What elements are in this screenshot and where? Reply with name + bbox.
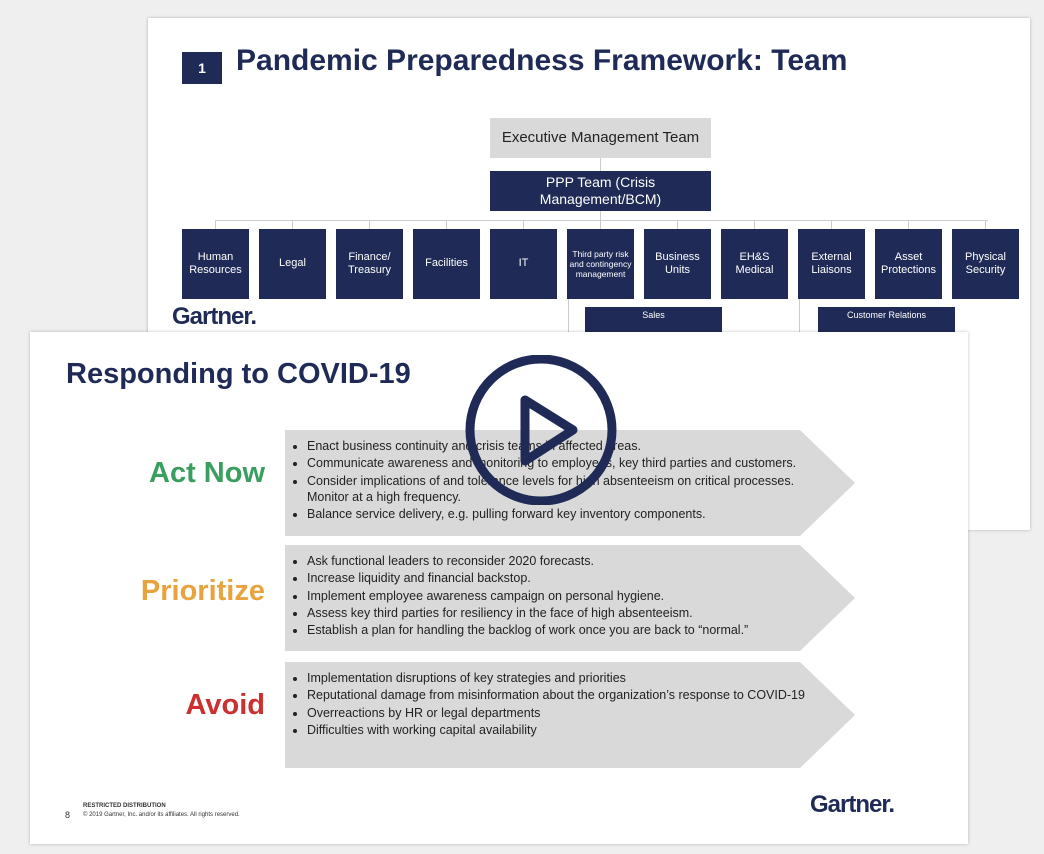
section-label: Avoid xyxy=(185,689,265,721)
org-box-team: Human Resources xyxy=(182,229,249,299)
section-arrow: Implementation disruptions of key strate… xyxy=(285,662,855,768)
org-box-team: External Liaisons xyxy=(798,229,865,299)
bullet-item: Assess key third parties for resiliency … xyxy=(307,605,827,621)
org-box-team: IT xyxy=(490,229,557,299)
executive-team-box: Executive Management Team xyxy=(490,118,711,158)
org-box-team: Legal xyxy=(259,229,326,299)
org-box-team: Finance/ Treasury xyxy=(336,229,403,299)
bullet-item: Implement employee awareness campaign on… xyxy=(307,588,827,604)
org-box-team: Third party risk and contingency managem… xyxy=(567,229,634,299)
slide-title: Responding to COVID-19 xyxy=(66,358,411,390)
org-box-team: Business Units xyxy=(644,229,711,299)
bullet-item: Establish a plan for handling the backlo… xyxy=(307,622,827,638)
org-box-team: Physical Security xyxy=(952,229,1019,299)
bullet-item: Ask functional leaders to reconsider 202… xyxy=(307,553,827,569)
footer-copyright: © 2019 Gartner, Inc. and/or its affiliat… xyxy=(83,812,240,818)
section-label: Prioritize xyxy=(140,575,265,607)
org-box-team: EH&S Medical xyxy=(721,229,788,299)
play-button[interactable] xyxy=(463,354,619,510)
bullet-item: Implementation disruptions of key strate… xyxy=(307,670,827,686)
play-icon xyxy=(465,354,617,506)
org-box-team: Asset Protections xyxy=(875,229,942,299)
front-slide-covid-response: Responding to COVID-19 Act Now Enact busi… xyxy=(30,332,968,844)
bullet-item: Reputational damage from misinformation … xyxy=(307,687,827,703)
gartner-logo: Gartner. xyxy=(172,303,257,330)
bullet-item: Increase liquidity and financial backsto… xyxy=(307,570,827,586)
gartner-logo: Gartner. xyxy=(810,791,895,818)
org-box-team: Facilities xyxy=(413,229,480,299)
slide-number: 1 xyxy=(182,52,222,84)
section-arrow: Enact business continuity and crisis tea… xyxy=(285,430,855,536)
bullet-item: Overreactions by HR or legal departments xyxy=(307,705,827,721)
bullet-item: Difficulties with working capital availa… xyxy=(307,722,827,738)
section-arrow: Ask functional leaders to reconsider 202… xyxy=(285,545,855,651)
bullet-item: Communicate awareness and monitoring to … xyxy=(307,455,827,471)
slide-title: Pandemic Preparedness Framework: Team xyxy=(236,44,848,77)
bullet-item: Consider implications of and tolerance l… xyxy=(307,473,827,506)
footer-restricted: RESTRICTED DISTRIBUTION xyxy=(83,803,166,809)
page-number: 8 xyxy=(65,810,71,820)
bullet-item: Balance service delivery, e.g. pulling f… xyxy=(307,506,827,522)
section-label: Act Now xyxy=(149,457,265,489)
ppp-team-box: PPP Team (Crisis Management/BCM) xyxy=(490,171,711,211)
